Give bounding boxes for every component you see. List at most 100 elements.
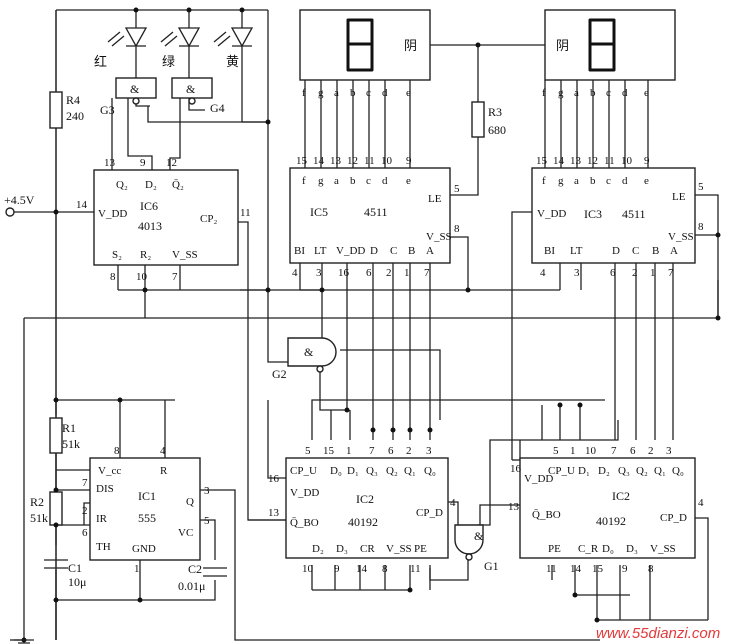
svg-text:5: 5 <box>698 181 704 193</box>
svg-text:Q₁: Q₁ <box>654 465 666 477</box>
svg-text:d: d <box>382 87 388 99</box>
svg-text:CP_U: CP_U <box>290 465 317 477</box>
svg-text:&: & <box>186 82 196 96</box>
svg-text:4511: 4511 <box>622 207 646 221</box>
svg-text:BI: BI <box>544 245 555 257</box>
svg-text:CP₂: CP₂ <box>200 213 217 225</box>
svg-text:6: 6 <box>82 527 88 539</box>
svg-text:4511: 4511 <box>364 205 388 219</box>
svg-text:D: D <box>370 245 378 257</box>
svg-text:D₁: D₁ <box>347 465 359 477</box>
ic6-4013: IC6 4013 Q₂ D₂ Q̄₂ V_DD CP₂ S₂ R₂ V_SS 1… <box>76 157 251 283</box>
svg-text:10: 10 <box>136 271 148 283</box>
svg-text:V_DD: V_DD <box>290 487 319 499</box>
svg-text:2: 2 <box>632 267 638 279</box>
svg-text:9: 9 <box>140 157 146 169</box>
svg-text:C_R: C_R <box>578 543 599 555</box>
svg-text:B: B <box>408 245 415 257</box>
svg-text:15: 15 <box>323 445 335 457</box>
svg-text:6: 6 <box>630 445 636 457</box>
svg-text:12: 12 <box>347 155 358 167</box>
svg-text:LE: LE <box>672 191 686 203</box>
capacitor-c2: C2 0.01μ <box>178 562 227 593</box>
g4-label: G4 <box>210 101 225 115</box>
ic2-left-40192: IC2 40192 CP_U D₀ D₁ Q₃ Q₂ Q₁ Q₀ V_DD Q̄… <box>268 445 456 575</box>
svg-text:5: 5 <box>204 515 210 527</box>
display-left-pins: f g a b c d e <box>302 87 411 99</box>
svg-text:LT: LT <box>314 245 327 257</box>
svg-text:7: 7 <box>369 445 375 457</box>
svg-text:3: 3 <box>666 445 672 457</box>
svg-text:4: 4 <box>292 267 298 279</box>
ground-symbol <box>14 639 34 644</box>
svg-text:S₂: S₂ <box>112 249 122 261</box>
svg-text:D₃: D₃ <box>626 543 638 555</box>
ic1-555: IC1 555 V_cc R DIS IR TH GND Q VC 8 4 7 … <box>82 445 210 575</box>
svg-text:15: 15 <box>536 155 548 167</box>
svg-text:IC1: IC1 <box>138 489 156 503</box>
svg-text:14: 14 <box>76 199 88 211</box>
svg-text:D₁: D₁ <box>578 465 590 477</box>
svg-text:R1: R1 <box>62 421 76 435</box>
gate-g3: & G3 <box>100 77 157 117</box>
svg-text:5: 5 <box>454 183 460 195</box>
svg-text:3: 3 <box>204 485 210 497</box>
svg-text:C: C <box>390 245 397 257</box>
svg-text:13: 13 <box>330 155 342 167</box>
svg-text:10: 10 <box>381 155 393 167</box>
svg-text:13: 13 <box>104 157 116 169</box>
svg-text:8: 8 <box>114 445 120 457</box>
led-red-label: 红 <box>94 54 107 70</box>
svg-text:R: R <box>160 465 168 477</box>
svg-text:3: 3 <box>426 445 432 457</box>
gate-g2: & G2 <box>272 337 337 381</box>
svg-text:13: 13 <box>570 155 582 167</box>
svg-text:10: 10 <box>302 563 314 575</box>
svg-text:7: 7 <box>82 477 88 489</box>
junction-dots <box>21 7 721 643</box>
display-right: 阴 <box>544 9 676 81</box>
svg-text:12: 12 <box>166 157 177 169</box>
capacitor-c1: C1 10μ <box>44 559 86 589</box>
svg-text:V_DD: V_DD <box>98 208 127 220</box>
svg-text:7: 7 <box>611 445 617 457</box>
svg-text:3: 3 <box>316 267 322 279</box>
svg-text:b: b <box>350 175 356 187</box>
svg-text:1: 1 <box>570 445 576 457</box>
svg-text:C: C <box>632 245 639 257</box>
svg-text:40192: 40192 <box>348 515 378 529</box>
svg-text:g: g <box>318 87 324 99</box>
svg-text:240: 240 <box>66 109 84 123</box>
svg-text:GND: GND <box>132 543 156 555</box>
svg-text:V_SS: V_SS <box>172 249 198 261</box>
svg-text:4: 4 <box>450 497 456 509</box>
supply-terminal: +4.5V <box>4 193 35 217</box>
svg-text:a: a <box>334 87 339 99</box>
svg-text:CP_D: CP_D <box>416 507 443 519</box>
g3-label: G3 <box>100 103 115 117</box>
resistor-r1: R1 51k <box>49 417 80 454</box>
led-green: 绿 <box>160 27 201 70</box>
g2-label: G2 <box>272 367 287 381</box>
svg-text:8: 8 <box>110 271 116 283</box>
svg-text:PE: PE <box>414 543 427 555</box>
led-red: 红 <box>94 27 148 70</box>
svg-text:6: 6 <box>388 445 394 457</box>
svg-text:&: & <box>130 82 140 96</box>
svg-text:7: 7 <box>424 267 430 279</box>
svg-text:IC3: IC3 <box>584 207 602 221</box>
svg-text:R4: R4 <box>66 93 80 107</box>
svg-text:IC5: IC5 <box>310 205 328 219</box>
svg-text:2: 2 <box>406 445 412 457</box>
svg-text:16: 16 <box>338 267 350 279</box>
svg-text:8: 8 <box>382 563 388 575</box>
svg-text:c: c <box>366 87 371 99</box>
svg-text:1: 1 <box>404 267 410 279</box>
svg-text:a: a <box>574 87 579 99</box>
svg-text:a: a <box>574 175 579 187</box>
svg-text:7: 7 <box>172 271 178 283</box>
svg-text:11: 11 <box>364 155 375 167</box>
svg-text:1: 1 <box>134 563 140 575</box>
svg-text:d: d <box>382 175 388 187</box>
